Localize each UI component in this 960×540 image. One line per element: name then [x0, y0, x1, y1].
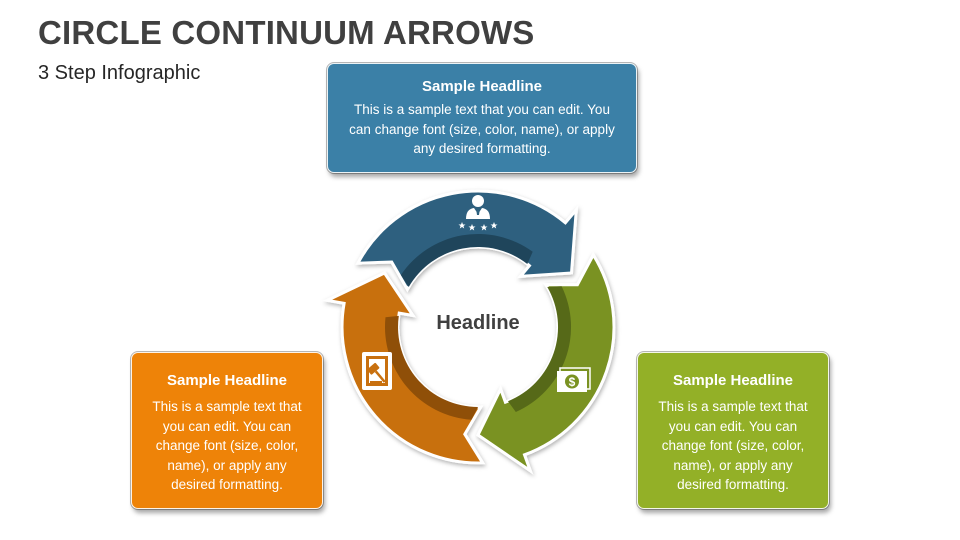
- step-headline: Sample Headline: [166, 372, 288, 389]
- center-headline: Headline: [436, 312, 520, 334]
- arrow-inner-shade: [508, 286, 572, 412]
- arrow-segment-left: [322, 271, 486, 465]
- arrow-inner-shade: [384, 315, 478, 420]
- step-headline: Sample Headline: [421, 78, 543, 95]
- step-card-left: Sample Headline This is a sample text th…: [131, 352, 323, 509]
- arrow-segment-top: [355, 189, 579, 293]
- step-headline: Sample Headline: [672, 372, 794, 389]
- money-bill-icon: $: [557, 367, 591, 392]
- person-stars-icon: [458, 195, 498, 231]
- step-text: This is a sample text that you can edit.…: [152, 399, 302, 492]
- arrow-inner-shade: [400, 234, 533, 287]
- svg-text:$: $: [569, 375, 576, 389]
- legal-book-gavel-icon: [362, 352, 392, 390]
- page-title: CIRCLE CONTINUUM ARROWS: [38, 14, 535, 51]
- step-card-right: Sample Headline This is a sample text th…: [637, 352, 829, 509]
- step-text: This is a sample text that you can edit.…: [349, 102, 615, 156]
- arrow-segment-right: [476, 251, 616, 475]
- step-text: This is a sample text that you can edit.…: [658, 399, 808, 492]
- step-card-top: Sample Headline This is a sample text th…: [327, 63, 637, 173]
- page-subtitle: 3 Step Infographic: [38, 62, 201, 84]
- arrow-body: [476, 251, 616, 475]
